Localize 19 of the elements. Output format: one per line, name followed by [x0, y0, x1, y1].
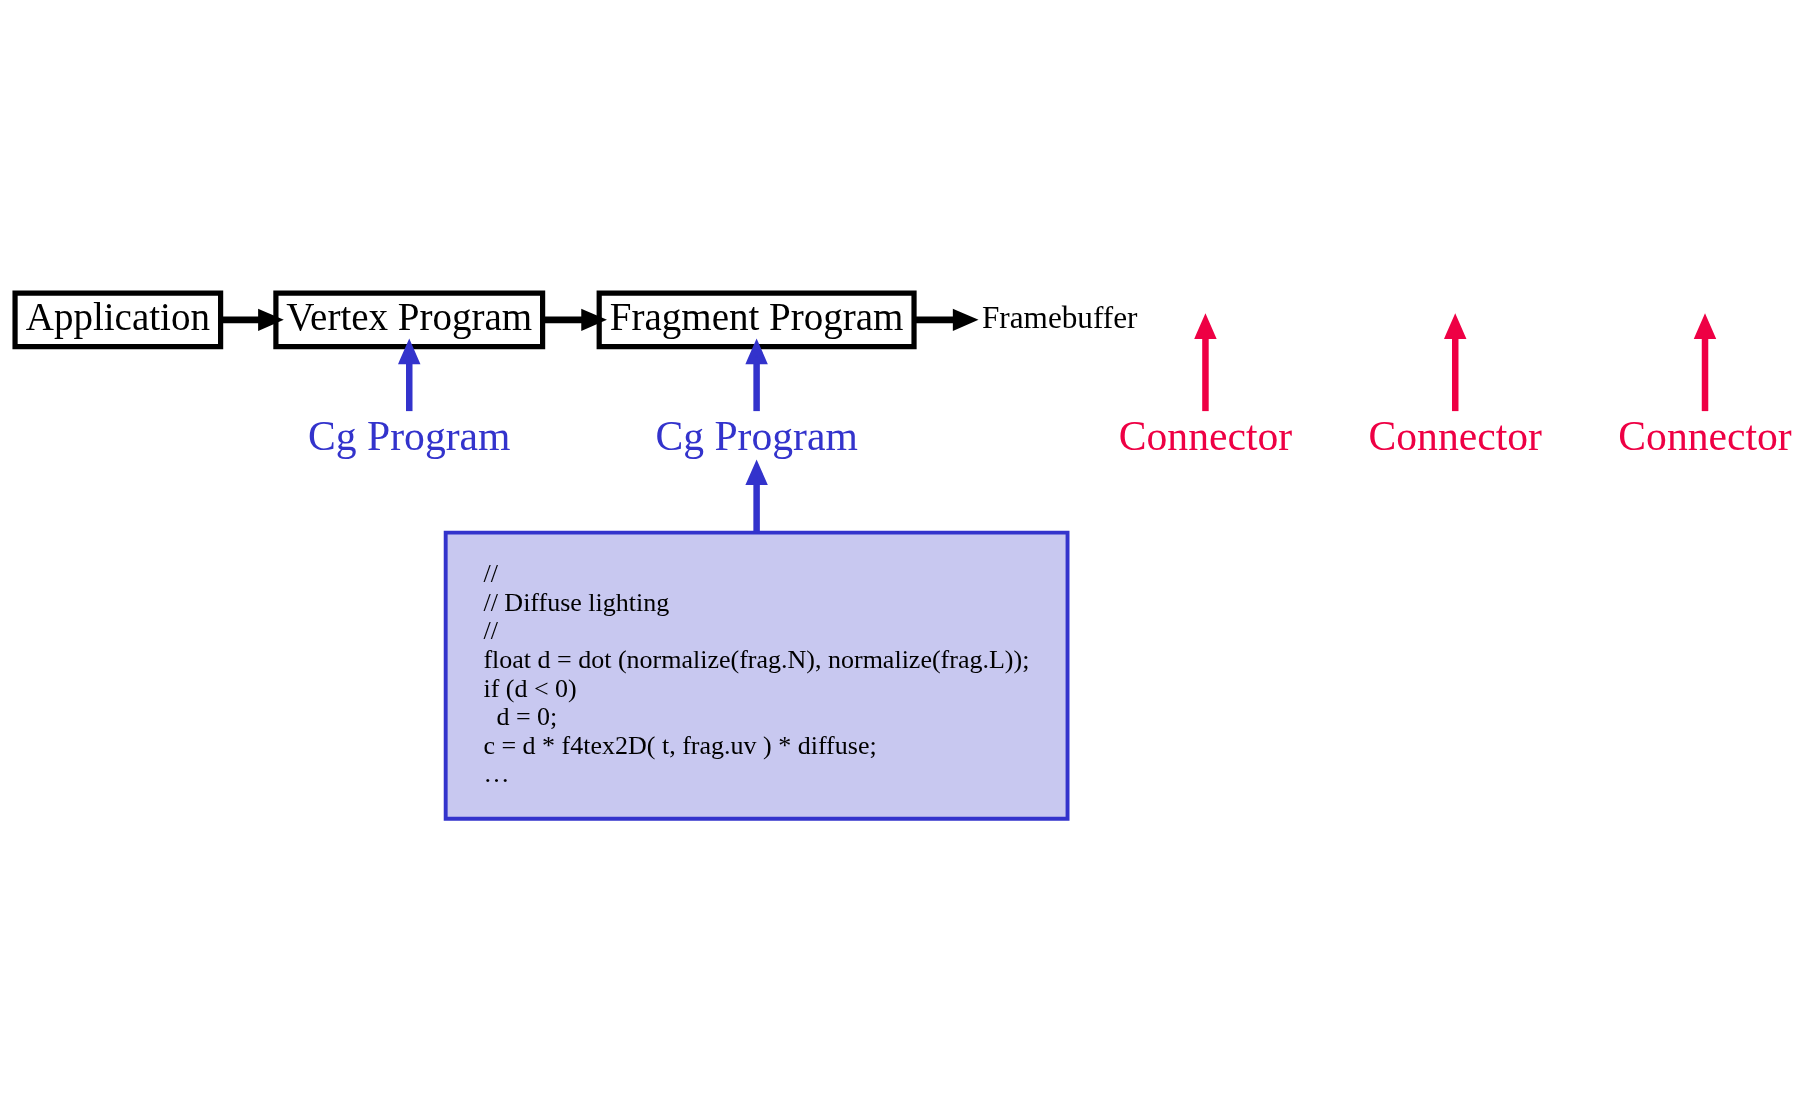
node-text: Connector [1118, 413, 1292, 460]
arrow [1693, 313, 1716, 412]
node-box: Fragment Program [596, 290, 917, 350]
arrow [1443, 313, 1466, 412]
node-text: Framebuffer [981, 299, 1137, 335]
arrow [913, 308, 979, 332]
node-box: // // Diffuse lighting // float d = dot (normalize(frag.N), normalize(frag.L)); if (d < 0) d = 0; c = d * f4tex2D( t, frag.uv ) * diffuse; … [443, 530, 1069, 821]
arrow [220, 308, 284, 332]
node-box: Application [11, 290, 223, 350]
arrow [744, 459, 768, 533]
arrow [542, 308, 607, 332]
arrow [744, 338, 768, 412]
node-text: Cg Program [654, 413, 858, 460]
arrow [397, 338, 420, 412]
arrow [1193, 313, 1217, 412]
node-text: Cg Program [307, 413, 510, 460]
node-text: Connector [1368, 413, 1542, 460]
node-box: Vertex Program [272, 290, 545, 350]
node-text: Connector [1617, 413, 1792, 460]
